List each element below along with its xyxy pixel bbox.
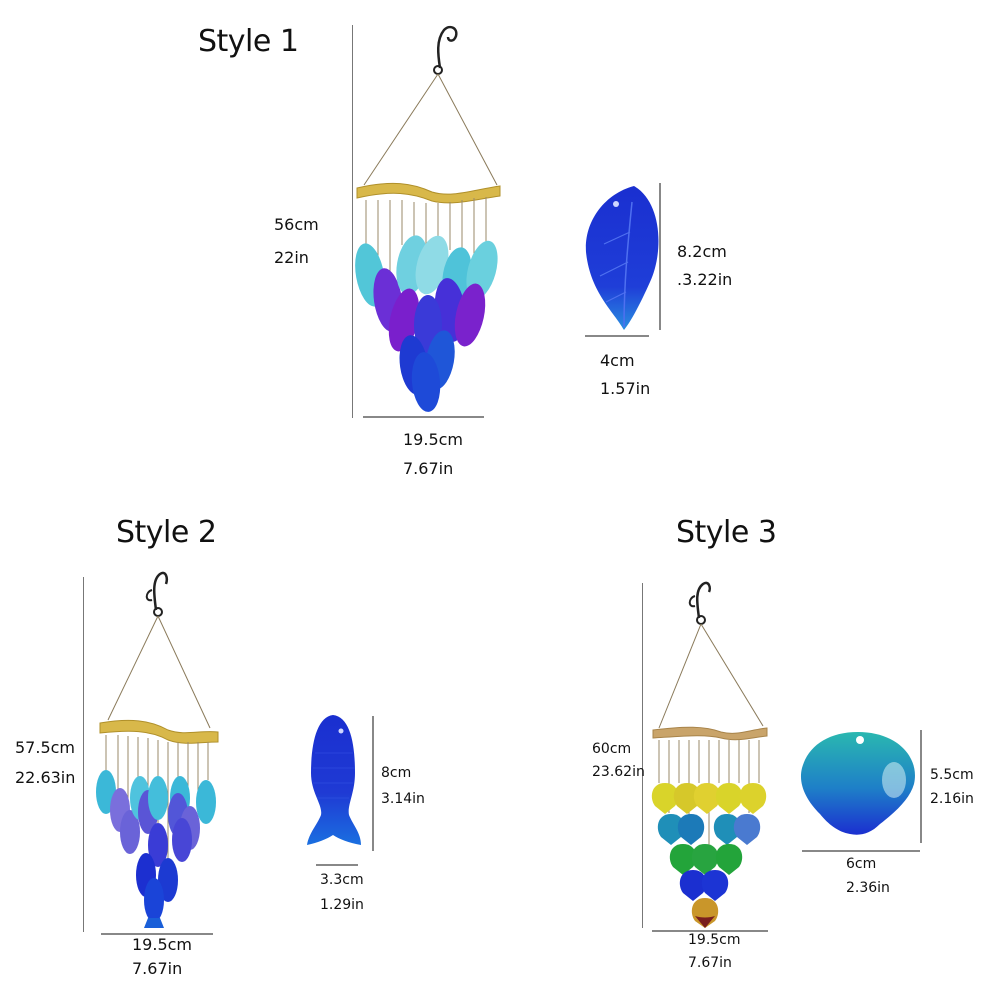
- leaf-piece-width-line: [585, 335, 649, 337]
- leaf-piece-height-in: .3.22in: [677, 270, 733, 289]
- style-1-width-in: 7.67in: [403, 459, 454, 478]
- style-3-title: Style 3: [676, 515, 777, 550]
- style-3-shell-piece-image: [800, 732, 915, 835]
- style-3-width-in: 7.67in: [688, 955, 732, 971]
- style-1-leaf-chime-image: [355, 25, 501, 412]
- shell-piece-width-cm: 6cm: [846, 856, 877, 872]
- shell-piece-width-in: 2.36in: [846, 880, 890, 896]
- fish-piece-height-in: 3.14in: [381, 791, 425, 807]
- leaf-piece-height-cm: 8.2cm: [677, 242, 727, 261]
- style-2-height-cm: 57.5cm: [15, 738, 76, 757]
- style-2-height-line: [83, 577, 84, 932]
- style-3-height-line: [642, 583, 643, 928]
- leaf-piece-height-line: [659, 183, 661, 330]
- style-1-width-cm: 19.5cm: [403, 430, 464, 449]
- shell-piece-height-in: 2.16in: [930, 791, 974, 807]
- style-2-width-line: [101, 933, 213, 935]
- style-2-fish-piece-image: [307, 715, 361, 845]
- leaf-piece-width-cm: 4cm: [600, 351, 635, 370]
- style-1-height-cm: 56cm: [274, 215, 319, 234]
- style-2-height-in: 22.63in: [15, 768, 76, 787]
- style-1-title: Style 1: [198, 24, 299, 59]
- fish-piece-width-line: [316, 864, 358, 866]
- style-3-shell-chime-image: [651, 581, 768, 928]
- style-3-height-in: 23.62in: [592, 764, 645, 780]
- fish-piece-width-cm: 3.3cm: [320, 872, 364, 888]
- style-3-height-cm: 60cm: [592, 741, 632, 757]
- style-1-height-in: 22in: [274, 248, 309, 267]
- shell-piece-width-line: [802, 850, 920, 852]
- style-2-width-cm: 19.5cm: [132, 935, 193, 954]
- shell-piece-height-line: [920, 730, 922, 843]
- style-1-width-line: [363, 416, 484, 418]
- style-3-width-cm: 19.5cm: [688, 932, 741, 948]
- style-2-title: Style 2: [116, 515, 217, 550]
- style-2-fish-chime-image: [96, 571, 219, 928]
- style-1-height-line: [352, 25, 353, 418]
- style-1-leaf-piece-image: [585, 186, 659, 330]
- leaf-piece-width-in: 1.57in: [600, 379, 651, 398]
- fish-piece-width-in: 1.29in: [320, 897, 364, 913]
- fish-piece-height-line: [372, 716, 374, 851]
- style-2-width-in: 7.67in: [132, 959, 183, 978]
- shell-piece-height-cm: 5.5cm: [930, 767, 974, 783]
- style-3-width-line: [652, 930, 768, 932]
- fish-piece-height-cm: 8cm: [381, 765, 412, 781]
